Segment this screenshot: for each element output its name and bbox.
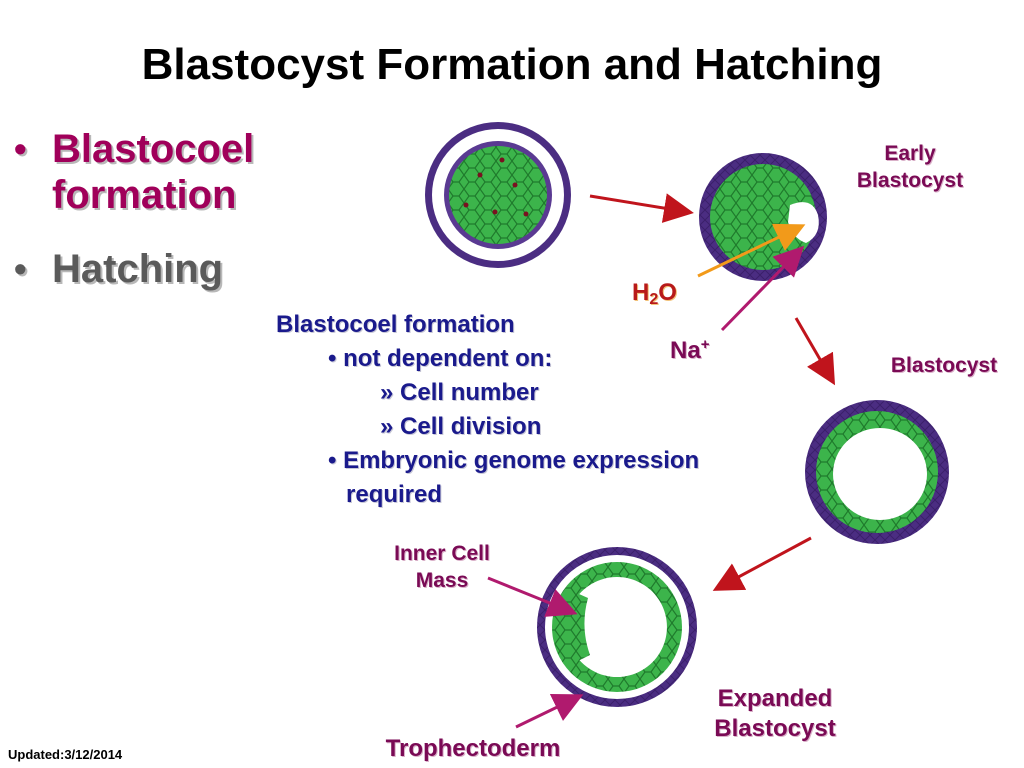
arrow-early-to-blastocyst — [794, 317, 836, 386]
blastocoel-note: Blastocoel formation • not dependent on:… — [276, 308, 699, 512]
bullet-dot-icon: • — [14, 248, 27, 289]
label-expanded-line1: Expanded — [717, 685, 833, 712]
label-h2o-sub: 2 — [649, 291, 659, 308]
note-item-1-text: not dependent on: — [343, 345, 553, 372]
note-sub-1: » Cell number — [380, 379, 539, 406]
label-expanded-blastocyst: Expanded Blastocyst — [690, 684, 860, 744]
bullet-hatching: • Hatching — [14, 246, 224, 292]
label-na: Na+ — [670, 330, 709, 366]
label-h2o-o: O — [658, 279, 677, 306]
label-early-blastocyst: Early Blastocyst — [830, 140, 990, 194]
note-sub-2: » Cell division — [380, 413, 542, 440]
note-item-2-line2: required — [346, 481, 443, 508]
label-expanded-line2: Blastocyst — [714, 715, 836, 742]
arrow-h2o — [697, 223, 806, 278]
note-bullet-icon: • — [328, 447, 337, 474]
note-bullet-icon: • — [328, 345, 337, 372]
bullet-text: Hatching — [52, 247, 224, 291]
slide-title: Blastocyst Formation and Hatching — [141, 40, 883, 89]
arrow-inner-cell-mass — [487, 576, 578, 617]
note-heading: Blastocoel formation — [276, 311, 515, 338]
arrow-morula-to-early — [589, 193, 694, 223]
morula-embryo — [425, 122, 571, 268]
label-early-line2: Blastocyst — [856, 169, 964, 192]
label-na-sup: + — [700, 336, 710, 353]
arrow-na — [720, 245, 805, 332]
arrow-trophectoderm — [515, 693, 584, 729]
label-trophectoderm: Trophectoderm — [385, 735, 561, 762]
label-h2o-h: H — [632, 279, 650, 306]
label-icm-line1: Inner Cell — [394, 542, 490, 565]
label-h2o: H2O — [632, 278, 677, 315]
bullet-text-line1: Blastocoel — [52, 127, 255, 171]
bullet-dot-icon: • — [14, 128, 27, 169]
label-inner-cell-mass: Inner Cell Mass — [362, 540, 522, 594]
label-blastocyst: Blastocyst — [890, 354, 998, 377]
updated-footer: Updated:3/12/2014 — [8, 747, 123, 762]
bullet-text-line2: formation — [52, 173, 237, 217]
arrow-blastocyst-to-expanded — [712, 536, 812, 591]
bullet-blastocoel-formation: • Blastocoel formation — [14, 126, 255, 218]
label-na-main: Na — [670, 337, 701, 364]
note-item-1: • not dependent on: — [276, 342, 699, 376]
label-early-line1: Early — [884, 142, 936, 165]
blastocyst-embryo — [805, 400, 949, 544]
note-item-2: • Embryonic genome expression — [276, 444, 699, 478]
early-blastocyst-embryo — [699, 153, 827, 281]
note-item-2-text: Embryonic genome expression — [343, 447, 700, 474]
expanded-blastocyst-embryo — [527, 547, 703, 710]
label-icm-line2: Mass — [415, 569, 469, 592]
